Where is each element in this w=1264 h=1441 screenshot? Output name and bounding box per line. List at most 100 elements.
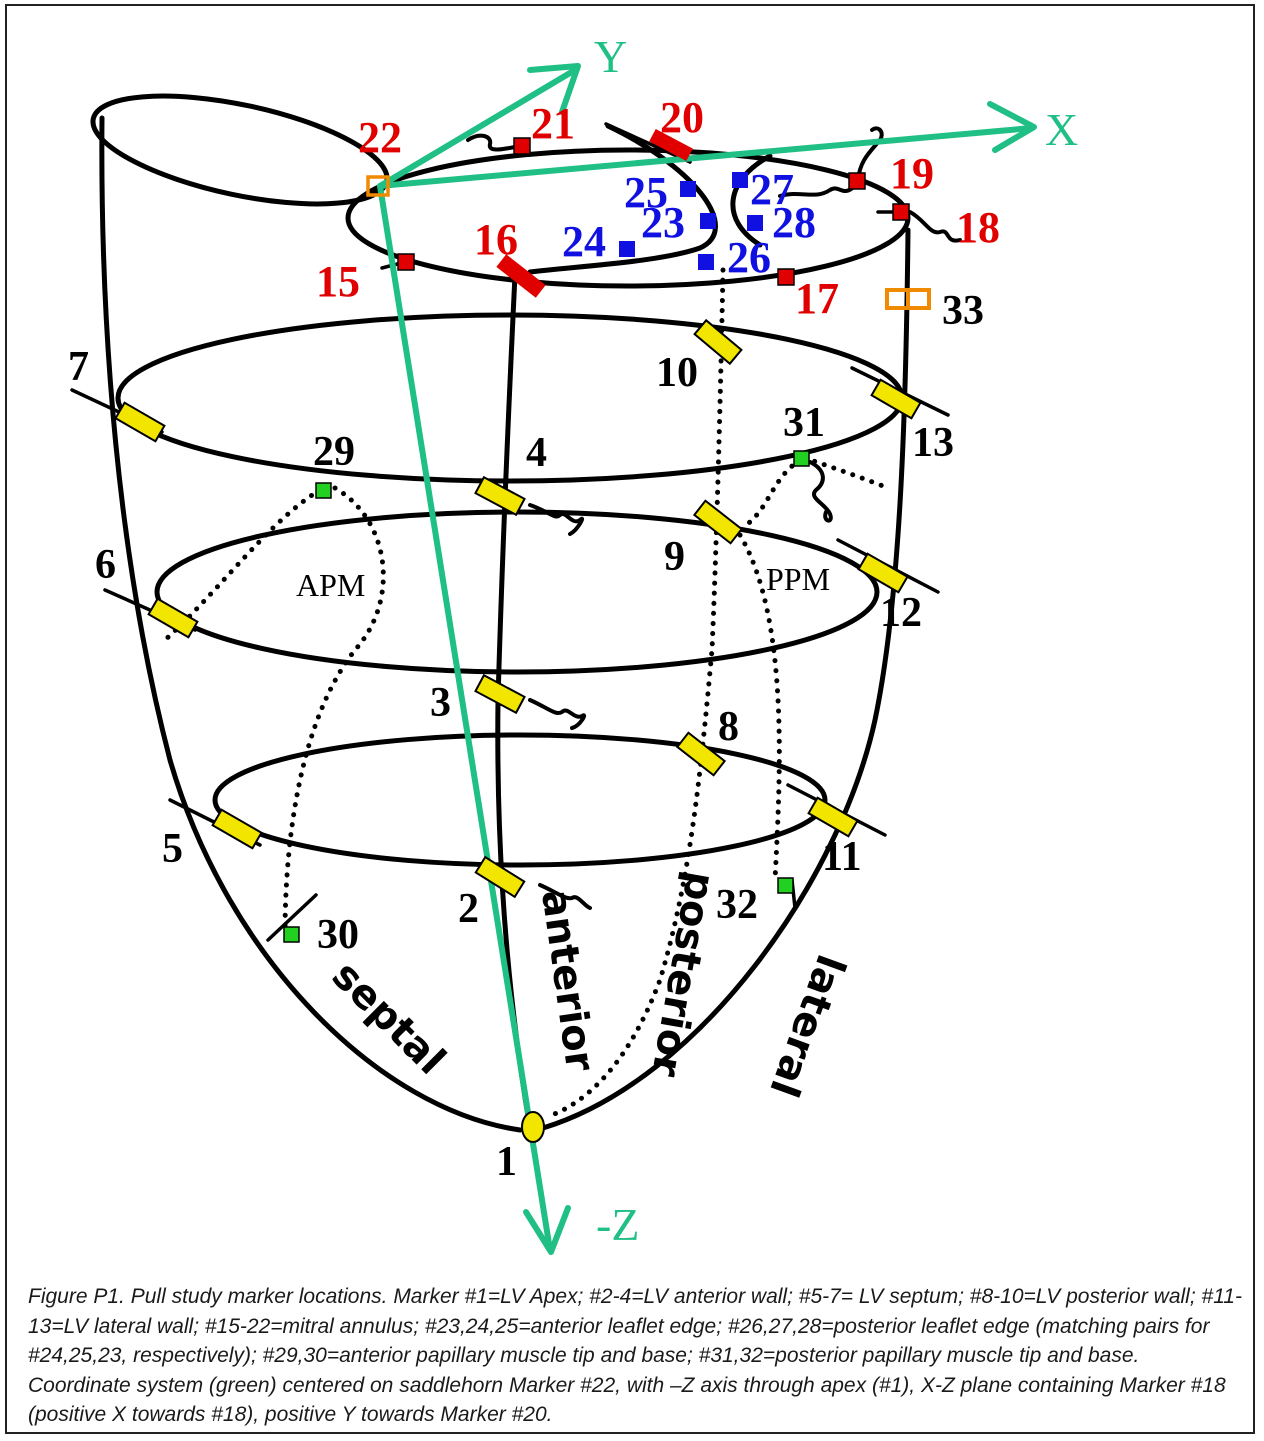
marker-15-rect [397,253,415,271]
marker-7-rect [114,401,166,443]
label-6: 6 [95,542,116,588]
marker-22-rect [366,175,390,197]
suture-21 [466,133,522,152]
tick-30 [266,893,318,942]
suture-3 [528,698,587,730]
suture-4 [528,503,585,536]
apm-dotted-line-2 [282,485,386,938]
suture-19 [778,184,857,198]
tick-20 [604,122,692,164]
posterior-leaflet-curve [730,153,773,248]
suture-19b [856,126,884,182]
label-15: 15 [316,257,360,306]
label-18: 18 [956,203,1000,252]
marker-18-rect [892,203,910,221]
marker-28-rect [747,215,763,231]
label-20: 20 [660,93,704,142]
suture-31 [808,460,833,523]
label-2: 2 [458,886,479,932]
region-posterior-label: posterior [642,868,723,1080]
marker-29-rect [315,482,332,499]
region-lateral-label: lateral [760,949,854,1103]
marker-27-rect [732,172,748,188]
label-25: 25 [624,168,668,217]
marker-19-rect [848,172,866,190]
marker-13-rect [870,378,922,420]
region-anterior-label: anterior [532,887,603,1074]
lv-left-wall [99,115,523,1133]
label-24: 24 [562,217,606,266]
marker-2-rect [474,855,526,899]
marker-33-rect-b [906,288,931,310]
lv-right-wall [540,227,911,1131]
marker-30-rect [283,926,300,943]
level-ring-apical [212,732,828,868]
label-8: 8 [718,704,739,750]
z-axis-arrowhead [523,1205,571,1255]
lv-marker-diagram: Y X -Z 22 21 20 19 18 16 15 17 25 27 23 … [68,31,1078,1255]
ppm-label: PPM [766,561,830,597]
marker-9-rect [692,499,744,545]
label-19: 19 [890,149,934,198]
label-10: 10 [656,350,698,396]
marker-24-rect [619,241,635,257]
posterior-dotted-line [549,267,726,1118]
label-17: 17 [795,274,839,323]
suture-2 [538,883,592,910]
label-31: 31 [783,400,825,446]
label-3: 3 [430,680,451,726]
anterior-leaflet-curve [527,123,718,275]
label-4: 4 [526,430,547,476]
marker-12-rect [857,552,909,594]
label-23: 23 [641,198,685,247]
marker-3-rect [474,673,526,715]
marker-23-rect [700,213,716,229]
marker-4-rect [474,475,526,517]
y-axis [377,67,578,189]
aortic-outflow [90,93,390,207]
marker-31-rect [793,450,810,467]
label-9: 9 [664,534,685,580]
suture-18 [908,210,962,243]
marker-20-rect [649,128,693,162]
y-axis-label: Y [594,31,627,82]
ppm-dotted-line-2 [737,532,782,883]
label-28: 28 [772,198,816,247]
z-axis-label: -Z [596,1199,639,1250]
y-axis-arrowhead [527,63,581,115]
marker-21-rect [513,137,531,155]
apm-dotted-line [162,487,323,643]
x-axis [377,125,1035,189]
label-5: 5 [162,826,183,872]
label-7: 7 [68,344,89,390]
marker-16-rect [496,254,546,298]
label-29: 29 [313,429,355,475]
label-12: 12 [880,590,922,636]
marker-11-rect [807,796,859,838]
label-1: 1 [496,1139,517,1185]
label-32: 32 [716,882,758,928]
label-33: 33 [942,288,984,334]
marker-6-rect [147,597,199,639]
marker-32-rect [777,877,794,894]
label-13: 13 [912,420,954,466]
label-16: 16 [474,215,518,264]
label-11: 11 [822,834,862,880]
ppm-dotted-line-3 [802,455,891,491]
label-21: 21 [531,99,575,148]
label-27: 27 [750,165,794,214]
apex-marker [521,1111,545,1143]
x-axis-label: X [1045,104,1078,155]
apm-label: APM [296,567,365,603]
label-26: 26 [727,233,771,282]
marker-25-rect [680,181,696,197]
marker-8-rect [675,731,727,777]
label-30: 30 [317,912,359,958]
figure-caption: Figure P1. Pull study marker locations. … [28,1285,1242,1426]
x-axis-arrowhead [987,101,1037,153]
marker-10-rect [693,318,743,366]
marker-17-rect [777,268,795,286]
region-septal-label: septal [323,953,454,1084]
marker-26-rect [698,254,714,270]
label-22: 22 [358,113,402,162]
